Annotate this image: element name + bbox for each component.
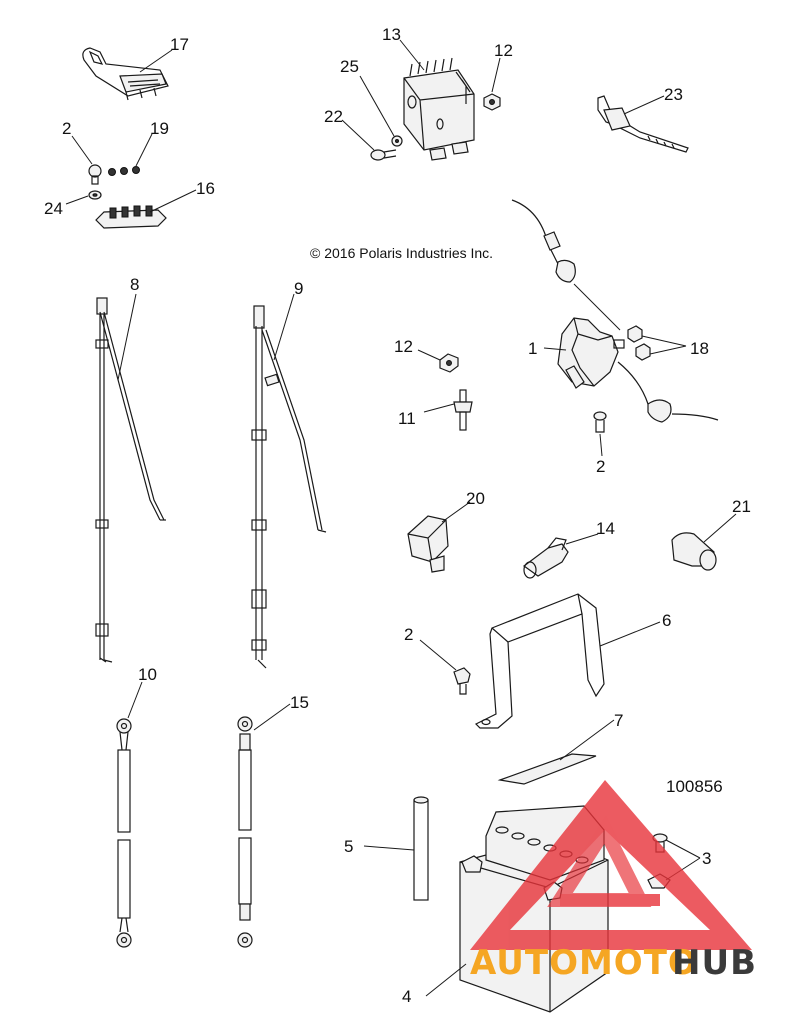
part-2-screw-solenoid (593, 411, 607, 433)
part-20-terminal-boot (407, 515, 449, 573)
callout-19: 19 (150, 119, 169, 138)
part-8-cable (95, 297, 166, 663)
callout-9: 9 (294, 279, 303, 298)
callout-8: 8 (130, 275, 139, 294)
leader-12b (417, 349, 441, 361)
callout-15: 15 (290, 693, 309, 712)
leader-7 (559, 719, 615, 761)
callout-14: 14 (596, 519, 615, 538)
callout-2b: 2 (596, 457, 605, 476)
callout-13: 13 (382, 25, 401, 44)
callout-12a: 12 (494, 41, 513, 60)
copyright-text: © 2016 Polaris Industries Inc. (310, 245, 493, 261)
callout-2c: 2 (404, 625, 413, 644)
leader-20 (441, 501, 471, 523)
part-13-voltage-regulator (403, 57, 475, 161)
part-25-washer (391, 135, 403, 147)
part-9-cable (251, 305, 327, 669)
leader-2a (71, 135, 93, 165)
leader-18a (641, 335, 687, 347)
leader-10 (127, 681, 143, 719)
callout-2a: 2 (62, 119, 71, 138)
part-15-battery-cable (237, 716, 253, 948)
callout-5: 5 (344, 837, 353, 856)
leader-3a (665, 839, 701, 859)
leader-25 (359, 75, 395, 137)
part-2-screw-top (88, 164, 102, 185)
callout-4: 4 (402, 987, 411, 1006)
part-18-nuts (627, 325, 651, 361)
leader-9 (273, 293, 295, 361)
callout-23: 23 (664, 85, 683, 104)
part-23-cable-tie (597, 95, 689, 153)
part-6-battery-bracket (474, 593, 605, 729)
callout-24: 24 (44, 199, 63, 218)
callout-21: 21 (732, 497, 751, 516)
part-24-washer (88, 190, 102, 200)
part-22-bolt (370, 149, 397, 161)
leader-2c (419, 639, 457, 671)
part-1-starter-solenoid (511, 199, 719, 423)
leader-5 (363, 845, 415, 851)
wire-lead-top (573, 283, 621, 331)
part-5-vent-tube (413, 796, 429, 901)
callout-20: 20 (466, 489, 485, 508)
callout-17: 17 (170, 35, 189, 54)
callout-1: 1 (528, 339, 537, 358)
callout-7: 7 (614, 711, 623, 730)
leader-1 (543, 347, 567, 351)
leader-8 (117, 293, 137, 381)
part-12-nut-top (483, 93, 501, 111)
leader-17 (139, 49, 173, 73)
leader-23 (623, 95, 665, 115)
leader-4 (425, 963, 467, 997)
leader-24 (65, 195, 89, 205)
part-19-nuts (108, 166, 140, 176)
callout-25: 25 (340, 57, 359, 76)
part-10-battery-cable (116, 718, 132, 948)
leader-22 (341, 119, 375, 151)
part-12-nut-mid (439, 353, 459, 373)
part-16-terminal-block (95, 205, 167, 229)
callout-16: 16 (196, 179, 215, 198)
part-2-screw-bracket (453, 667, 471, 695)
watermark-text-1: AUTOMOTO (470, 943, 698, 983)
watermark-text-2: HUB (672, 943, 757, 983)
callout-10: 10 (138, 665, 157, 684)
callout-11: 11 (398, 409, 416, 428)
callout-6: 6 (662, 611, 671, 630)
part-17-fuse-block-cover (82, 47, 169, 101)
part-14-terminal-boot (522, 537, 569, 579)
part-11-stud (453, 389, 473, 431)
leader-15 (253, 703, 291, 731)
watermark-triangle (470, 780, 752, 950)
callout-12b: 12 (394, 337, 413, 356)
callout-3: 3 (702, 849, 711, 868)
part-7-pad (497, 753, 597, 785)
leader-14 (565, 533, 599, 545)
leader-16 (149, 189, 197, 213)
watermark-logo (470, 780, 752, 950)
leader-21 (703, 513, 737, 543)
leader-6 (599, 621, 661, 647)
leader-12a (491, 57, 501, 93)
leader-11 (423, 403, 455, 413)
leader-2b (599, 433, 603, 457)
leader-19 (135, 133, 153, 167)
leader-18b (649, 345, 687, 355)
diagram-id: 100856 (666, 777, 723, 796)
leader-13 (399, 39, 425, 71)
callout-22: 22 (324, 107, 343, 126)
part-21-terminal-boot (671, 532, 717, 571)
callout-18: 18 (690, 339, 709, 358)
